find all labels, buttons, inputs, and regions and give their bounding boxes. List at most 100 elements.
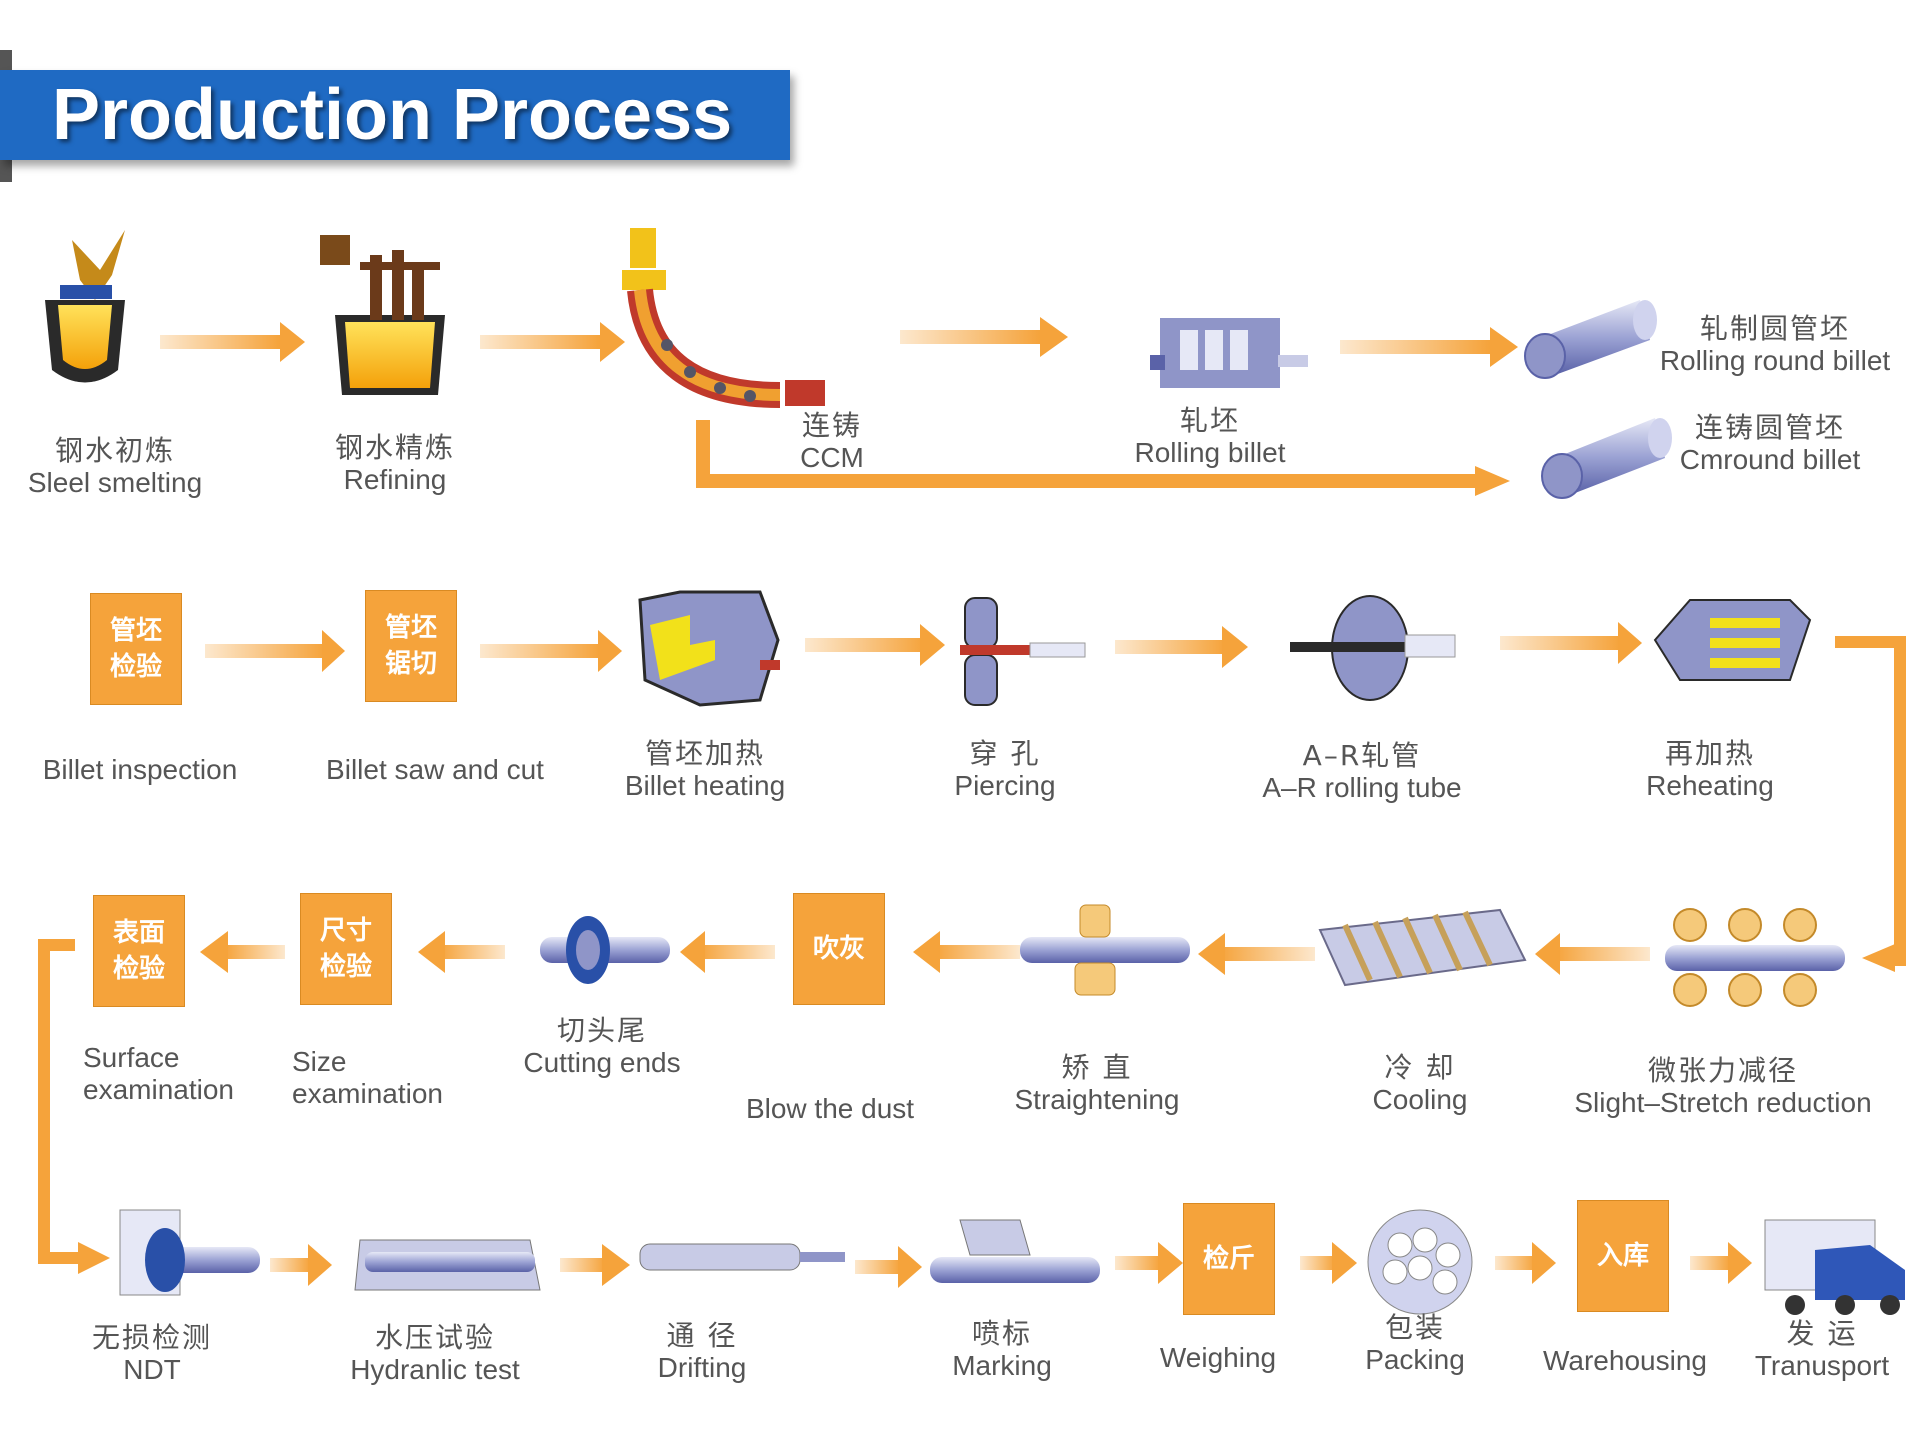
arrow <box>1198 933 1315 975</box>
arrow <box>1115 626 1248 668</box>
truck-icon <box>1764 1219 1905 1315</box>
arrow <box>160 322 305 362</box>
box-line: 检验 <box>112 954 165 984</box>
step-billet-inspection: Billet inspection <box>43 754 238 786</box>
step-drifting: 通 径 Drifting <box>658 1320 747 1384</box>
label-en: Refining <box>343 464 447 495</box>
marking-icon <box>930 1219 1100 1283</box>
box-line: 检验 <box>319 952 372 982</box>
arrow <box>270 1244 332 1286</box>
step-steel-smelting: 钢水初炼 Sleel smelting <box>28 435 202 499</box>
furnace-icon <box>638 590 780 707</box>
label-zh: 切头尾 <box>556 1014 647 1047</box>
label-en: Straightening <box>1014 1084 1180 1115</box>
label-zh: 通 径 <box>666 1319 738 1352</box>
arrow <box>480 630 622 672</box>
step-weighing: Weighing <box>1160 1342 1276 1374</box>
cutter-icon <box>540 916 670 984</box>
label-en: Surface <box>83 1042 180 1073</box>
box-line: 尺寸 <box>319 916 372 946</box>
label-zh: 轧坯 <box>1179 404 1240 437</box>
box-warehousing: 入库 <box>1577 1200 1669 1312</box>
arrow <box>913 931 1020 973</box>
arrow <box>418 931 505 973</box>
arrow <box>1690 1242 1752 1284</box>
step-surface: Surface examination <box>83 1042 234 1106</box>
label-en: Billet saw and cut <box>326 754 544 785</box>
label-zh: 再加热 <box>1664 737 1755 770</box>
stretch-reducer-icon <box>1665 908 1845 1007</box>
box-line: 管坯 <box>109 616 162 646</box>
arrow <box>855 1246 922 1288</box>
step-ar-rolling: A–R轧管 A–R rolling tube <box>1262 740 1461 804</box>
label-zh: 钢水初炼 <box>54 434 175 467</box>
ccm-bypass-arrow <box>696 420 1510 496</box>
box-surface: 表面检验 <box>93 895 185 1007</box>
step-hydraulic: 水压试验 Hydranlic test <box>350 1322 520 1386</box>
round-billet-icon-2 <box>1541 418 1672 499</box>
label-en: A–R rolling tube <box>1262 772 1462 803</box>
label-zh: 冷 却 <box>1384 1051 1456 1084</box>
label-zh: 矫 直 <box>1061 1051 1133 1084</box>
label-zh: 连铸 <box>801 409 863 442</box>
label-en: NDT <box>123 1354 181 1385</box>
step-cutting-ends: 切头尾 Cutting ends <box>523 1015 680 1079</box>
arrow <box>200 931 285 973</box>
label-en: Drifting <box>657 1352 747 1383</box>
arrow <box>900 317 1068 357</box>
box-size: 尺寸检验 <box>300 893 392 1005</box>
arrow <box>1535 933 1650 975</box>
arrow <box>1500 622 1642 664</box>
step-size: Size examination <box>292 1046 443 1110</box>
arrow <box>805 624 945 666</box>
box-blow: 吹灰 <box>793 893 885 1005</box>
label-en: Rolling round billet <box>1659 345 1891 376</box>
label-zh: 喷标 <box>971 1317 1032 1350</box>
arrow <box>1340 327 1518 367</box>
arrow <box>1115 1242 1183 1284</box>
title-banner: Production Process <box>0 70 790 160</box>
connector-left <box>38 939 110 1274</box>
arrow <box>1300 1242 1357 1284</box>
label-zh: 轧制圆管坯 <box>1699 312 1851 345</box>
box-billet-saw: 管坯锯切 <box>365 590 457 702</box>
step-billet-heating: 管坯加热 Billet heating <box>625 738 785 802</box>
box-billet-inspection: 管坯检验 <box>90 593 182 705</box>
label-en: Size <box>292 1046 347 1077</box>
step-refining: 钢水精炼 Refining <box>335 432 455 496</box>
step-rolling-round-billet: 轧制圆管坯 Rolling round billet <box>1660 313 1890 377</box>
ladle-icon <box>45 230 125 383</box>
box-line: 检验 <box>109 652 162 682</box>
label-en: CCM <box>800 442 864 473</box>
label-zh: 微张力减径 <box>1647 1054 1798 1087</box>
continuous-casting-icon <box>622 228 825 408</box>
box-line: 锯切 <box>384 649 437 679</box>
label-en: Cooling <box>1372 1084 1468 1115</box>
step-slight-stretch: 微张力减径 Slight–Stretch reduction <box>1574 1055 1871 1119</box>
step-cmround-billet: 连铸圆管坯 Cmround billet <box>1680 412 1861 476</box>
label-en: Tranusport <box>1754 1350 1890 1381</box>
connector-right <box>1835 636 1906 972</box>
label-en: Reheating <box>1646 770 1774 801</box>
label-en: Weighing <box>1159 1342 1277 1373</box>
rolling-mill-icon <box>1150 318 1308 388</box>
cooling-bed-icon <box>1318 908 1527 987</box>
label-en: examination <box>292 1078 443 1109</box>
page-title: Production Process <box>52 75 733 155</box>
box-weighing: 检斤 <box>1183 1203 1275 1315</box>
arrow <box>680 931 775 973</box>
step-ndt: 无损检测 NDT <box>92 1322 212 1386</box>
box-line: 检斤 <box>1202 1244 1255 1274</box>
arrow <box>205 630 345 672</box>
box-line: 入库 <box>1596 1241 1649 1271</box>
step-packing: 包装 Packing <box>1365 1312 1465 1376</box>
step-transport: 发 运 Tranusport <box>1755 1318 1889 1382</box>
refining-ladle-icon <box>320 235 445 395</box>
label-zh: A–R轧管 <box>1302 739 1422 772</box>
step-warehousing: Warehousing <box>1543 1345 1707 1377</box>
drift-gauge-icon <box>639 1243 845 1271</box>
bundle-icon <box>1367 1209 1473 1315</box>
label-en: Cmround billet <box>1679 444 1861 475</box>
arrow <box>480 322 625 362</box>
